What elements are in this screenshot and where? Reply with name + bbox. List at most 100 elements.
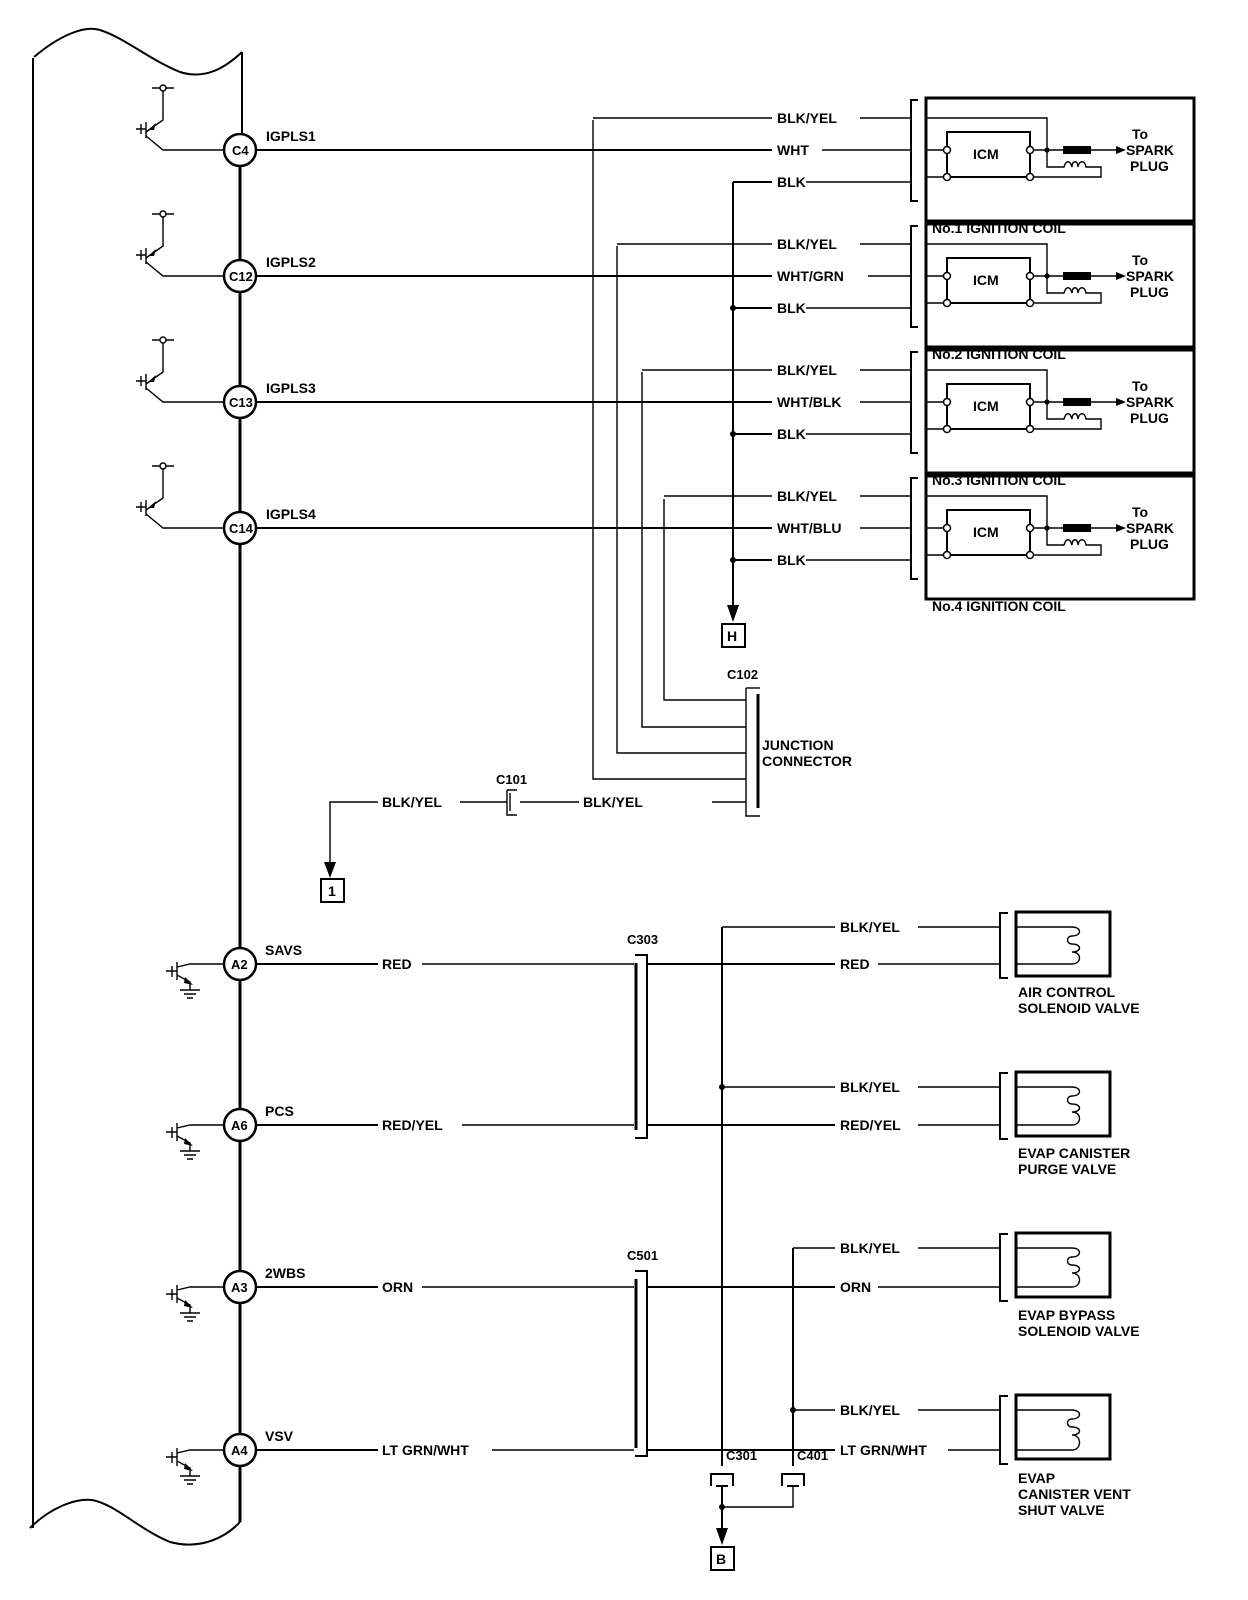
icm-label: ICM (973, 146, 999, 162)
valve-name-2: SOLENOID VALVE (1018, 1323, 1140, 1339)
c303-connector: C303 (627, 932, 658, 1139)
c501-connector: C501 (627, 1248, 658, 1457)
valve-box (1014, 910, 1112, 978)
ground-icon (180, 989, 200, 999)
wire-label: LT GRN/WHT (382, 1442, 469, 1458)
wire-label: BLK/YEL (777, 236, 837, 252)
wire-label: RED/YEL (840, 1117, 901, 1133)
solenoid-coil-icon (1016, 1086, 1081, 1126)
coil-name: No.3 IGNITION COIL (932, 472, 1066, 488)
valve-name-1: EVAP BYPASS (1018, 1307, 1115, 1323)
signal-label: IGPLS4 (266, 506, 316, 522)
ref-box-h[interactable] (721, 623, 746, 648)
valve-name-2: PURGE VALVE (1018, 1161, 1116, 1177)
valve-box (1014, 1231, 1112, 1299)
arrow-down-icon (727, 605, 739, 622)
wire-label: ORN (840, 1279, 871, 1295)
wire-label: RED (382, 956, 412, 972)
pin-label: A6 (231, 1118, 248, 1133)
transistor-icon (166, 1285, 224, 1313)
signal-label: IGPLS3 (266, 380, 316, 396)
icm-label: ICM (973, 398, 999, 414)
wire-label: BLK (777, 426, 806, 442)
transistor-icon (136, 462, 224, 529)
transistor-icon (166, 962, 224, 990)
c102-label: C102 (727, 667, 758, 682)
valve-name-1: EVAP (1018, 1470, 1055, 1486)
ecm-channel-savs: A2 SAVS (166, 942, 302, 999)
pin-label: C13 (229, 395, 253, 410)
wire-label: WHT/BLK (777, 394, 842, 410)
wire-label: BLK/YEL (777, 110, 837, 126)
ground-icon (180, 1475, 200, 1485)
arrow-right-icon (1116, 272, 1126, 280)
spark-label: SPARK (1126, 268, 1174, 284)
resistor-icon (1063, 272, 1091, 280)
signal-label: IGPLS2 (266, 254, 316, 270)
junction-connector: C102 JUNCTION CONNECTOR BLK/YEL C101 BLK… (320, 120, 852, 903)
signal-label: VSV (265, 1428, 294, 1444)
ecm-channel-igpls2: C12 IGPLS2 (136, 210, 316, 294)
coil-winding-icon (1033, 150, 1102, 178)
wire-label: BLK/YEL (777, 362, 837, 378)
valve-name-2: CANISTER VENT (1018, 1486, 1131, 1502)
wire-label: BLK/YEL (840, 919, 900, 935)
wire-label: WHT (777, 142, 809, 158)
ecm-channel-igpls1: C4 IGPLS1 (136, 84, 316, 168)
wire-label-blk-yel-right: BLK/YEL (583, 794, 643, 810)
c301-connector: C301 (710, 1448, 757, 1487)
coil-winding-icon (1033, 528, 1102, 556)
resistor-icon (1063, 524, 1091, 532)
wire-label: BLK (777, 300, 806, 316)
arrow-right-icon (1116, 146, 1126, 154)
c101-label: C101 (496, 772, 527, 787)
to-label: To (1132, 252, 1148, 268)
wire-label: BLK (777, 552, 806, 568)
ref-b-label: B (716, 1551, 726, 1567)
coil-winding-icon (1033, 402, 1102, 430)
resistor-icon (1063, 146, 1091, 154)
wire-label: BLK/YEL (840, 1402, 900, 1418)
pin-label: A2 (231, 957, 248, 972)
wire-label: RED (840, 956, 870, 972)
pin-label: C12 (229, 269, 253, 284)
signal-label: PCS (265, 1103, 294, 1119)
ref-box-1[interactable] (320, 878, 345, 903)
transistor-icon (136, 210, 224, 277)
wire-label: ORN (382, 1279, 413, 1295)
ref-box-b[interactable] (710, 1546, 735, 1571)
signal-label: IGPLS1 (266, 128, 316, 144)
transistor-icon (166, 1448, 224, 1476)
icm-label: ICM (973, 524, 999, 540)
c401-label: C401 (797, 1448, 828, 1463)
wire-label: RED/YEL (382, 1117, 443, 1133)
solenoid-coil-icon (1016, 1409, 1081, 1451)
ref-h-label: H (727, 628, 737, 644)
to-label: To (1132, 378, 1148, 394)
valve-name-1: AIR CONTROL (1018, 984, 1116, 1000)
valve-box (1014, 1070, 1112, 1138)
c501-label: C501 (627, 1248, 658, 1263)
pin-label: C4 (232, 143, 249, 158)
wire-label: BLK/YEL (840, 1079, 900, 1095)
wire-label: BLK/YEL (840, 1240, 900, 1256)
arrow-right-icon (1116, 398, 1126, 406)
plug-label: PLUG (1130, 158, 1169, 174)
plug-label: PLUG (1130, 410, 1169, 426)
plug-label: PLUG (1130, 536, 1169, 552)
wire-label: WHT/BLU (777, 520, 842, 536)
signal-label: SAVS (265, 942, 302, 958)
coil-name: No.4 IGNITION COIL (932, 598, 1066, 614)
signal-label: 2WBS (265, 1265, 305, 1281)
arrow-down-icon (716, 1528, 728, 1545)
transistor-icon (136, 84, 224, 151)
wire-label: WHT/GRN (777, 268, 844, 284)
